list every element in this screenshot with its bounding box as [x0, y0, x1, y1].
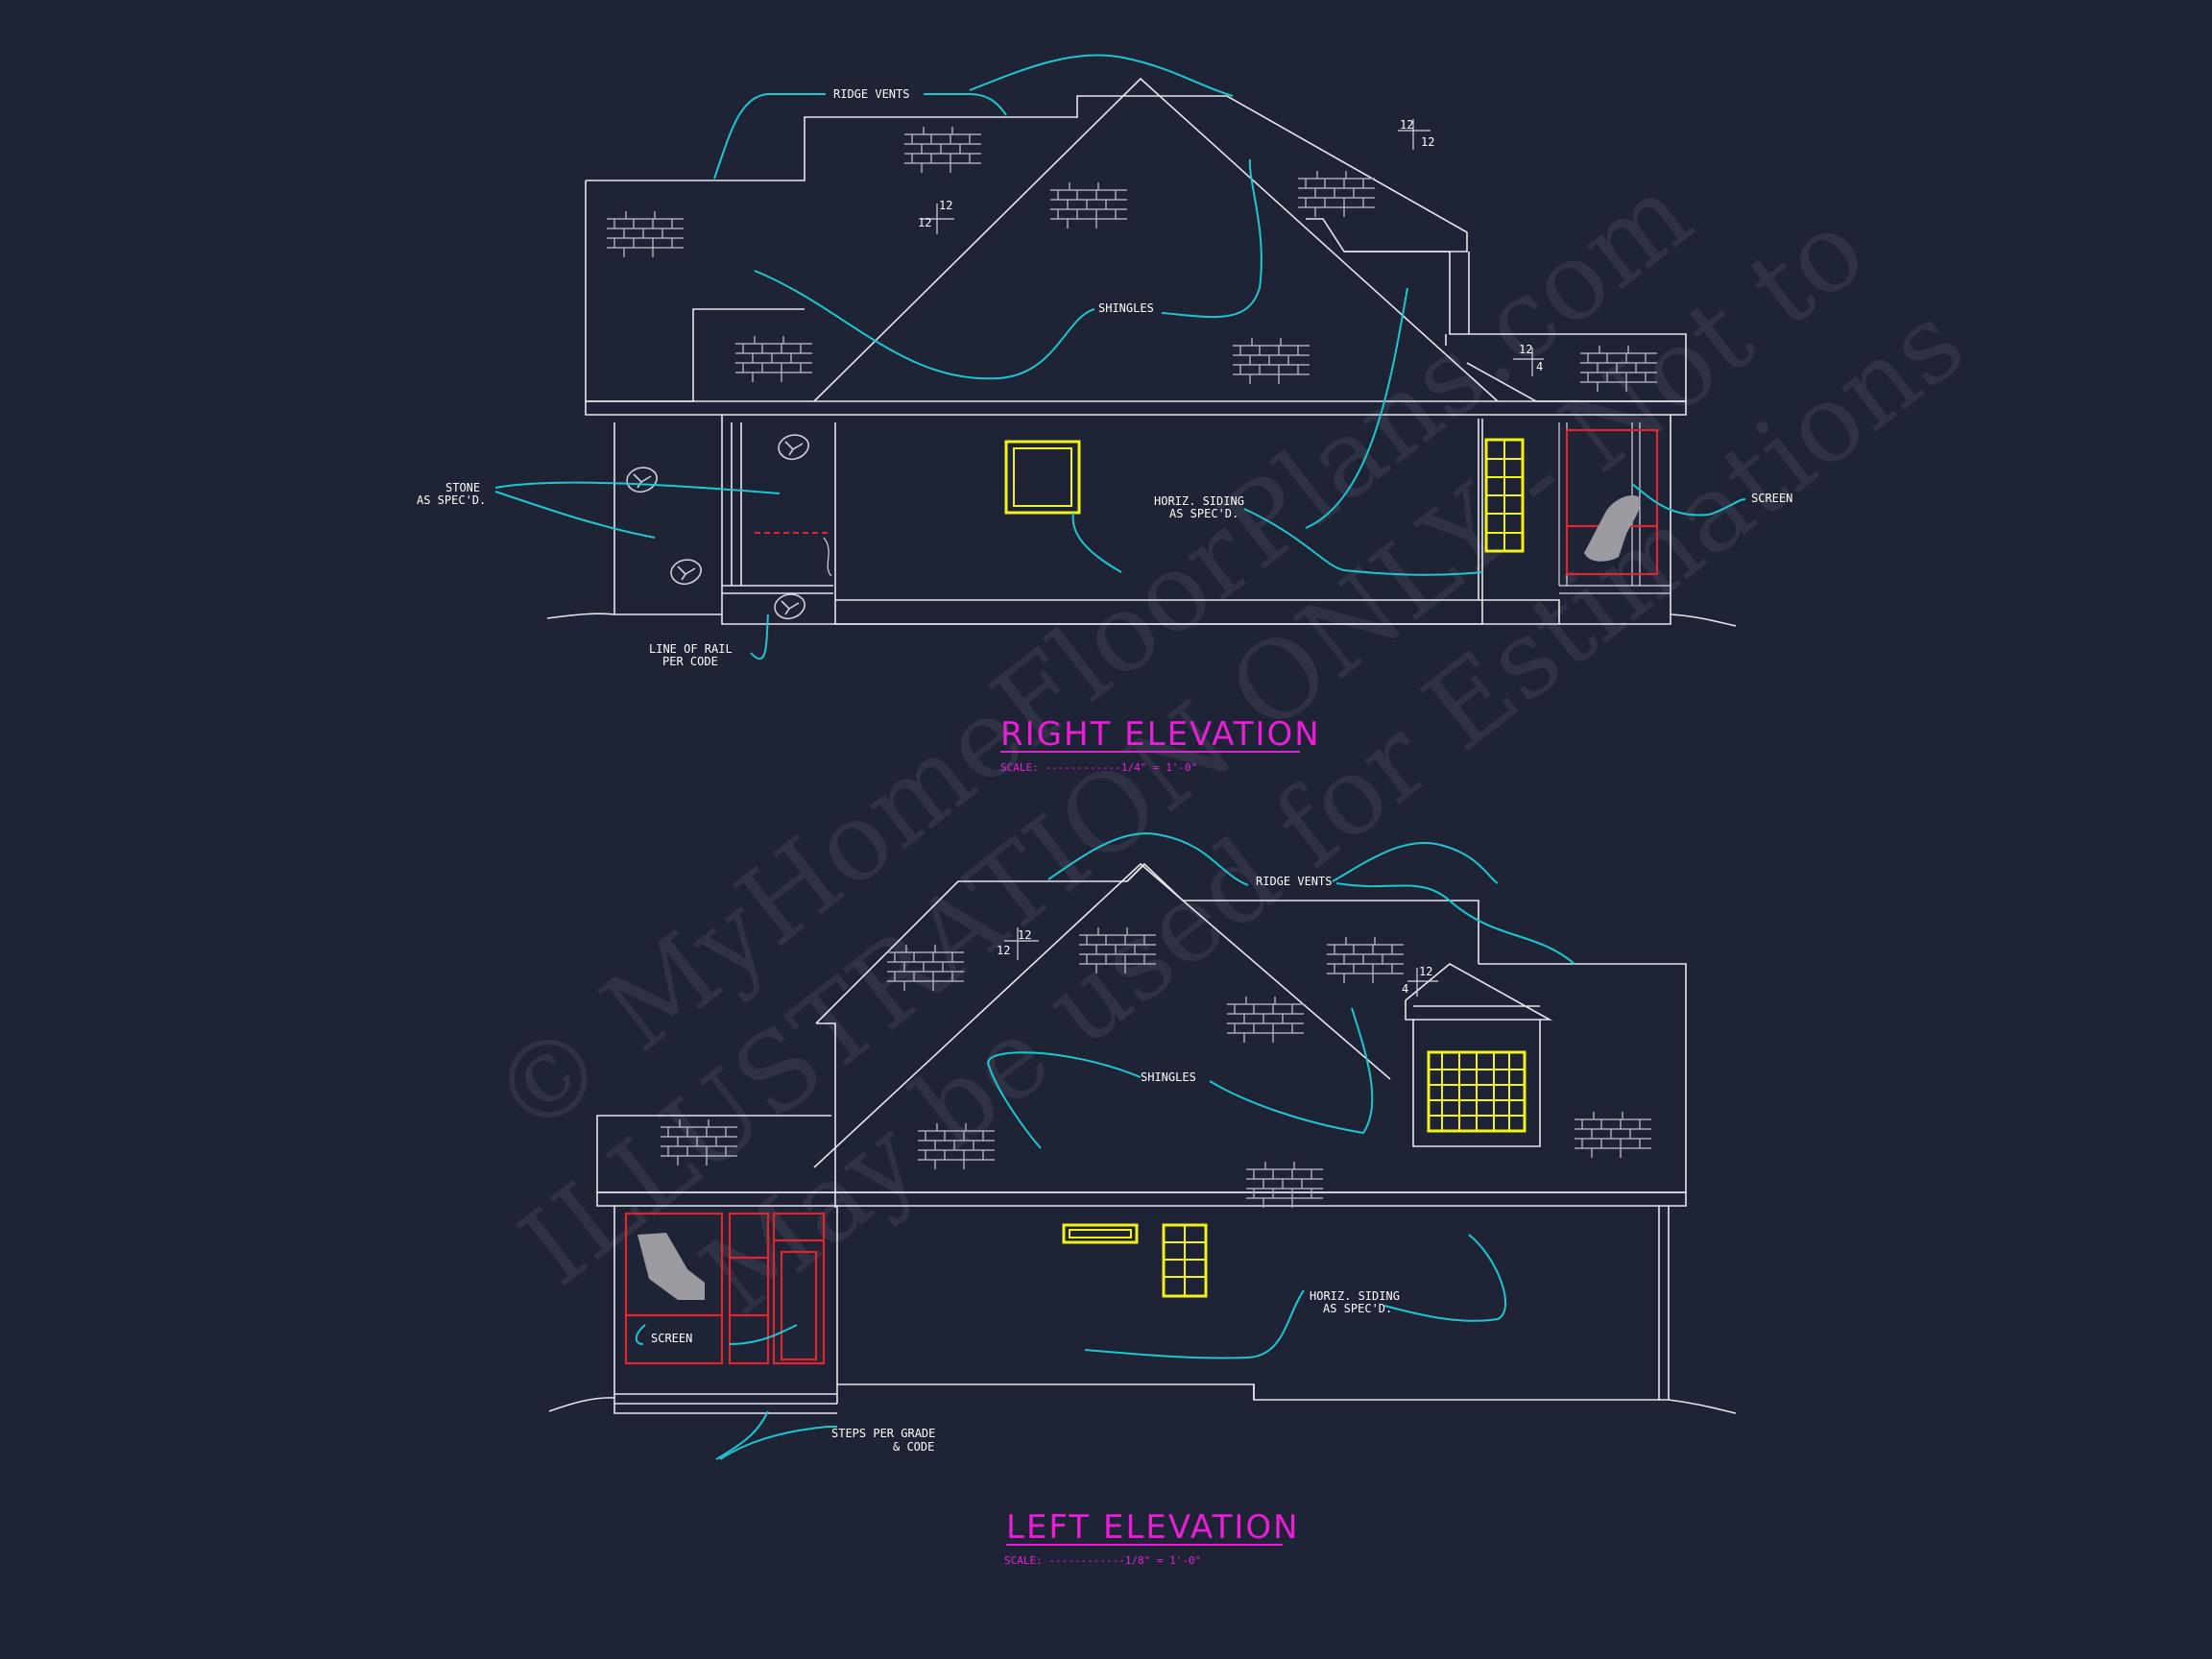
svg-text:12: 12 [1400, 118, 1413, 132]
svg-text:4: 4 [1536, 360, 1543, 373]
shingle-pattern [1226, 996, 1305, 1044]
label-siding-spec: AS SPEC'D. [1169, 507, 1238, 520]
right-window-square [1004, 440, 1081, 515]
pitch-marker: 12 12 [918, 199, 954, 234]
stone-pattern [774, 593, 805, 620]
left-elevation-scale: SCALE: ------------1/8" = 1'-0" [1004, 1554, 1201, 1567]
svg-text:12: 12 [1519, 343, 1532, 356]
label-ridge-vents: RIDGE VENTS [1256, 875, 1332, 888]
left-wall-outline [548, 1206, 1737, 1414]
label-shingles: SHINGLES [1098, 301, 1154, 315]
label-line-of-rail: LINE OF RAIL [649, 642, 733, 656]
right-leader-lines [494, 54, 1746, 661]
shingle-pattern [1574, 1111, 1652, 1159]
label-steps-per-grade: STEPS PER GRADE [831, 1427, 935, 1440]
svg-text:4: 4 [1402, 982, 1408, 996]
pitch-marker: 12 4 [1513, 343, 1544, 376]
left-roof-outline [596, 862, 1687, 1208]
svg-text:12: 12 [1419, 965, 1432, 978]
label-screen: SCREEN [651, 1332, 692, 1345]
stone-pattern [778, 434, 809, 461]
label-horiz-siding: HORIZ. SIDING [1310, 1289, 1400, 1303]
shingle-pattern [606, 210, 685, 258]
label-ridge-vents: RIDGE VENTS [833, 87, 909, 101]
left-leader-lines [635, 832, 1575, 1460]
pitch-marker: 12 4 [1402, 965, 1438, 997]
label-shingles: SHINGLES [1141, 1070, 1196, 1084]
svg-text:12: 12 [939, 199, 952, 212]
right-elevation-scale: SCALE: ------------1/4" = 1'-0" [1000, 761, 1197, 774]
left-elevation-title: LEFT ELEVATION [1006, 1508, 1300, 1547]
svg-text:12: 12 [918, 216, 931, 229]
right-elevation-title: RIGHT ELEVATION [1000, 715, 1321, 754]
right-window-tall [1484, 438, 1525, 553]
shingle-pattern [1326, 936, 1405, 984]
pitch-marker: 12 12 [1398, 118, 1434, 150]
shingle-pattern [1297, 170, 1376, 218]
shingle-pattern [903, 126, 982, 174]
label-stone: STONE [445, 481, 480, 494]
label-per-code: PER CODE [662, 655, 718, 668]
label-horiz-siding: HORIZ. SIDING [1154, 494, 1244, 508]
label-stone-spec: AS SPEC'D. [417, 493, 486, 507]
shingle-pattern [734, 335, 813, 383]
right-elevation: 12 12 12 12 12 4 RIDGE [417, 54, 1792, 774]
dormer-window [1427, 1050, 1527, 1133]
left-screen-panel [624, 1212, 826, 1365]
svg-text:12: 12 [997, 944, 1010, 957]
svg-text:12: 12 [1018, 928, 1031, 942]
stone-pattern [670, 559, 702, 586]
shingle-pattern [1232, 337, 1310, 385]
right-wall-outline [546, 415, 1737, 627]
stone-pattern [626, 467, 658, 493]
left-elevation: 12 12 12 4 RIDGE VENTS SHINGLES HORIZ. S… [548, 832, 1737, 1567]
label-siding-spec: AS SPEC'D. [1323, 1302, 1392, 1315]
right-roof-outline [585, 77, 1687, 416]
label-screen: SCREEN [1751, 492, 1792, 505]
svg-text:12: 12 [1421, 135, 1434, 149]
left-window-tall [1162, 1223, 1208, 1298]
gable-vent [1062, 1223, 1139, 1244]
label-and-code: & CODE [893, 1440, 934, 1454]
shingle-pattern [1245, 1161, 1324, 1209]
shingle-pattern [1049, 181, 1128, 229]
pitch-marker: 12 12 [997, 927, 1039, 960]
